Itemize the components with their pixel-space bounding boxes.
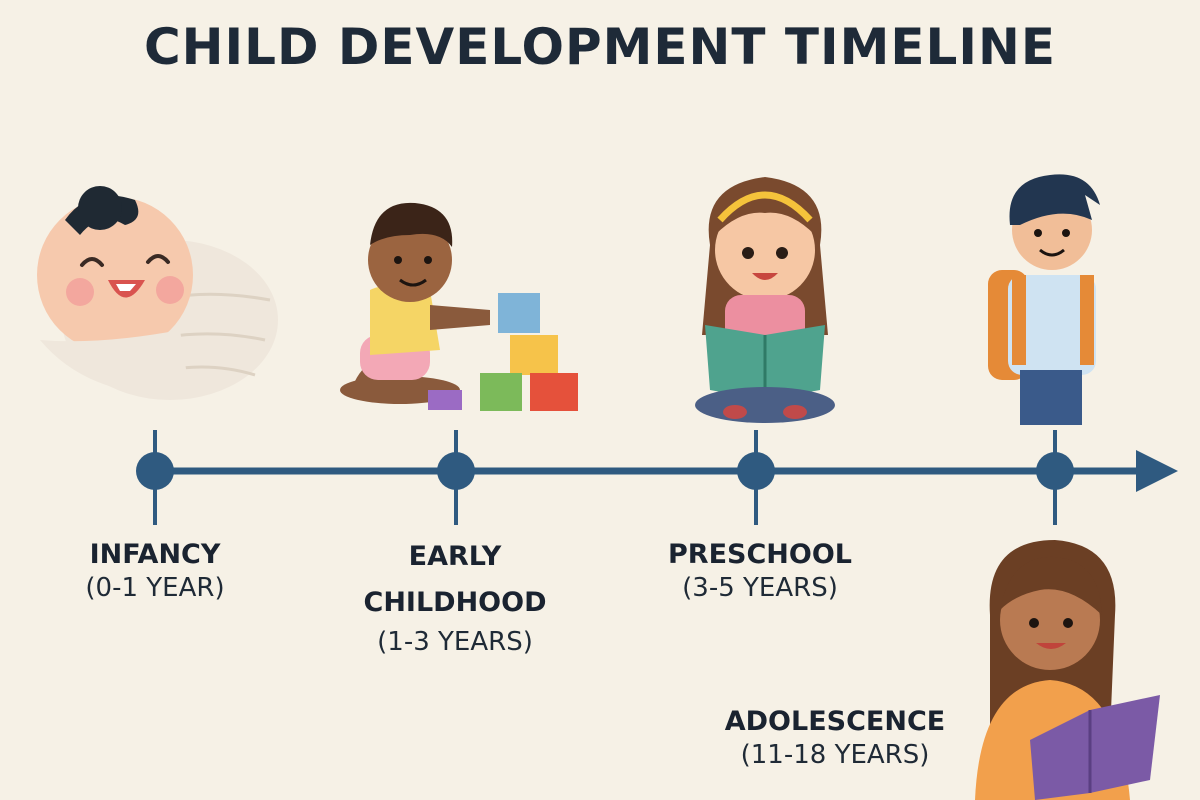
stage-name-line1: EARLY: [408, 541, 502, 572]
timeline-marker-preschool: [737, 430, 775, 525]
timeline-marker-infancy: [136, 430, 174, 525]
stage-range: (1-3 YEARS): [377, 626, 533, 657]
arrow-right-icon: [1136, 450, 1178, 492]
boy-with-backpack-illustration: [988, 174, 1100, 425]
swaddled-baby-illustration: [37, 186, 278, 400]
stage-label-early-childhood: EARLY CHILDHOOD (1-3 YEARS): [330, 540, 580, 658]
girl-reading-book-illustration: [695, 177, 835, 423]
stage-label-infancy: INFANCY (0-1 YEAR): [40, 538, 270, 604]
stage-range: (0-1 YEAR): [85, 572, 225, 603]
stage-name: ADOLESCENCE: [724, 706, 946, 737]
page-title: CHILD DEVELOPMENT TIMELINE: [143, 18, 1056, 76]
stage-label-preschool: PRESCHOOL (3-5 YEARS): [640, 538, 880, 604]
stage-range: (3-5 YEARS): [682, 572, 838, 603]
stage-label-adolescence: ADOLESCENCE (11-18 YEARS): [690, 705, 980, 771]
toddler-with-blocks-illustration: [340, 202, 578, 411]
timeline-marker-adolescence: [1036, 430, 1074, 525]
timeline-marker-early-childhood: [437, 430, 475, 525]
stage-name: PRESCHOOL: [668, 539, 852, 570]
stage-name: INFANCY: [89, 539, 221, 570]
stage-name-line2: CHILDHOOD: [363, 586, 547, 618]
stage-range: (11-18 YEARS): [740, 739, 930, 770]
teen-girl-reading-illustration: [975, 540, 1160, 800]
